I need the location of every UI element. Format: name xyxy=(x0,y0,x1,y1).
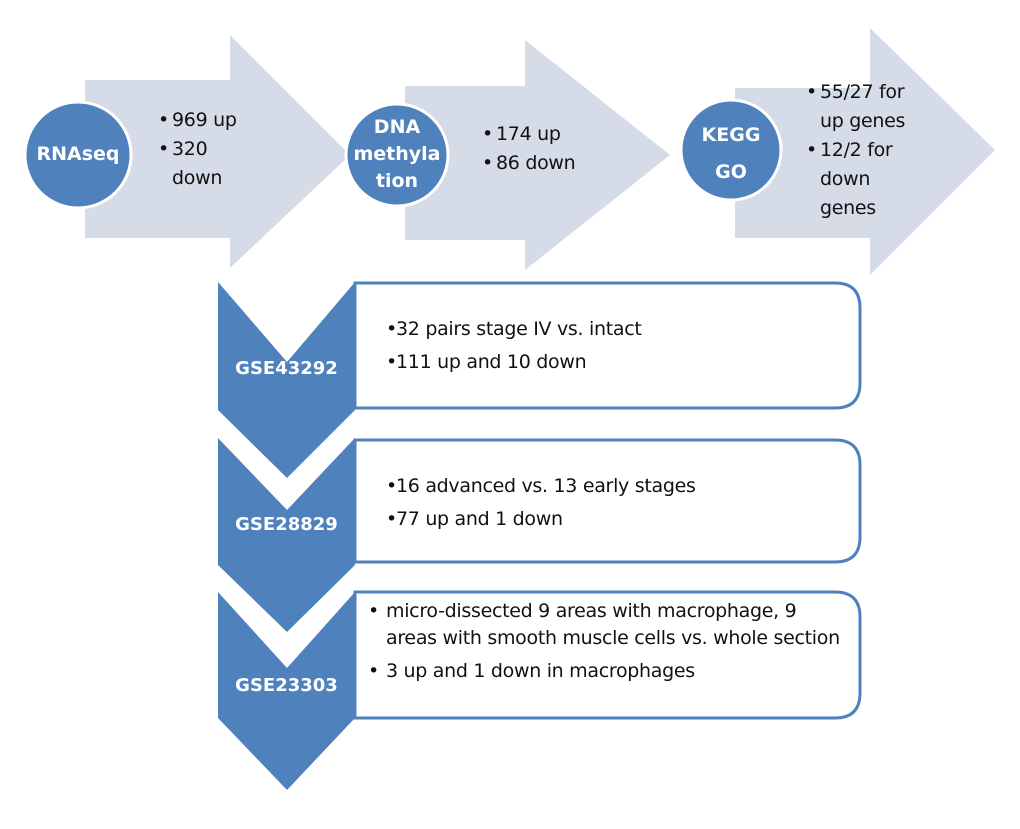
dataset-id-2: GSE28829 xyxy=(235,514,338,535)
bullet-item: micro-dissected 9 areas with macrophage,… xyxy=(368,598,848,652)
label-line: methyla xyxy=(353,143,441,165)
step-label-rnaseq: RNAseq xyxy=(36,143,120,165)
bullet-item: 12/2 for down genes xyxy=(806,136,926,223)
dataset-chevron-2 xyxy=(218,438,355,632)
bullet-item: 3 up and 1 down in macrophages xyxy=(368,658,848,685)
methylation-bullets: 174 up 86 down xyxy=(482,120,602,178)
bullet-item: 320 down xyxy=(158,135,248,193)
bullet-item: 86 down xyxy=(482,149,602,178)
dataset-chevron-3 xyxy=(218,592,355,790)
label-line: DNA xyxy=(373,116,421,138)
label-line: KEGG xyxy=(701,124,761,146)
label-line: GO xyxy=(715,161,747,183)
dataset-3-bullets: micro-dissected 9 areas with macrophage,… xyxy=(368,598,848,685)
dataset-chevron-1 xyxy=(218,282,355,478)
rnaseq-bullets: 969 up 320 down xyxy=(158,106,248,193)
step-circle-rnaseq xyxy=(23,100,133,210)
dataset-1-bullets: 32 pairs stage IV vs. intact 111 up and … xyxy=(386,313,846,379)
bullet-item: 111 up and 10 down xyxy=(386,346,846,379)
kegg-bullets: 55/27 for up genes 12/2 for down genes xyxy=(806,78,926,223)
label-line: tion xyxy=(375,170,419,192)
bullet-item: 174 up xyxy=(482,120,602,149)
bullet-item: 55/27 for up genes xyxy=(806,78,926,136)
bullet-item: 16 advanced vs. 13 early stages xyxy=(386,470,846,503)
dataset-id-3: GSE23303 xyxy=(235,675,338,696)
dataset-2-bullets: 16 advanced vs. 13 early stages 77 up an… xyxy=(386,470,846,536)
step-circle-kegg xyxy=(679,98,783,202)
step-label-methylation: DNA methyla tion xyxy=(346,114,448,195)
bullet-item: 32 pairs stage IV vs. intact xyxy=(386,313,846,346)
step-label-kegg: KEGG GO xyxy=(681,117,781,191)
dataset-id-1: GSE43292 xyxy=(235,358,338,379)
bullet-item: 77 up and 1 down xyxy=(386,503,846,536)
step-circle-methylation xyxy=(344,102,450,208)
bullet-item: 969 up xyxy=(158,106,248,135)
